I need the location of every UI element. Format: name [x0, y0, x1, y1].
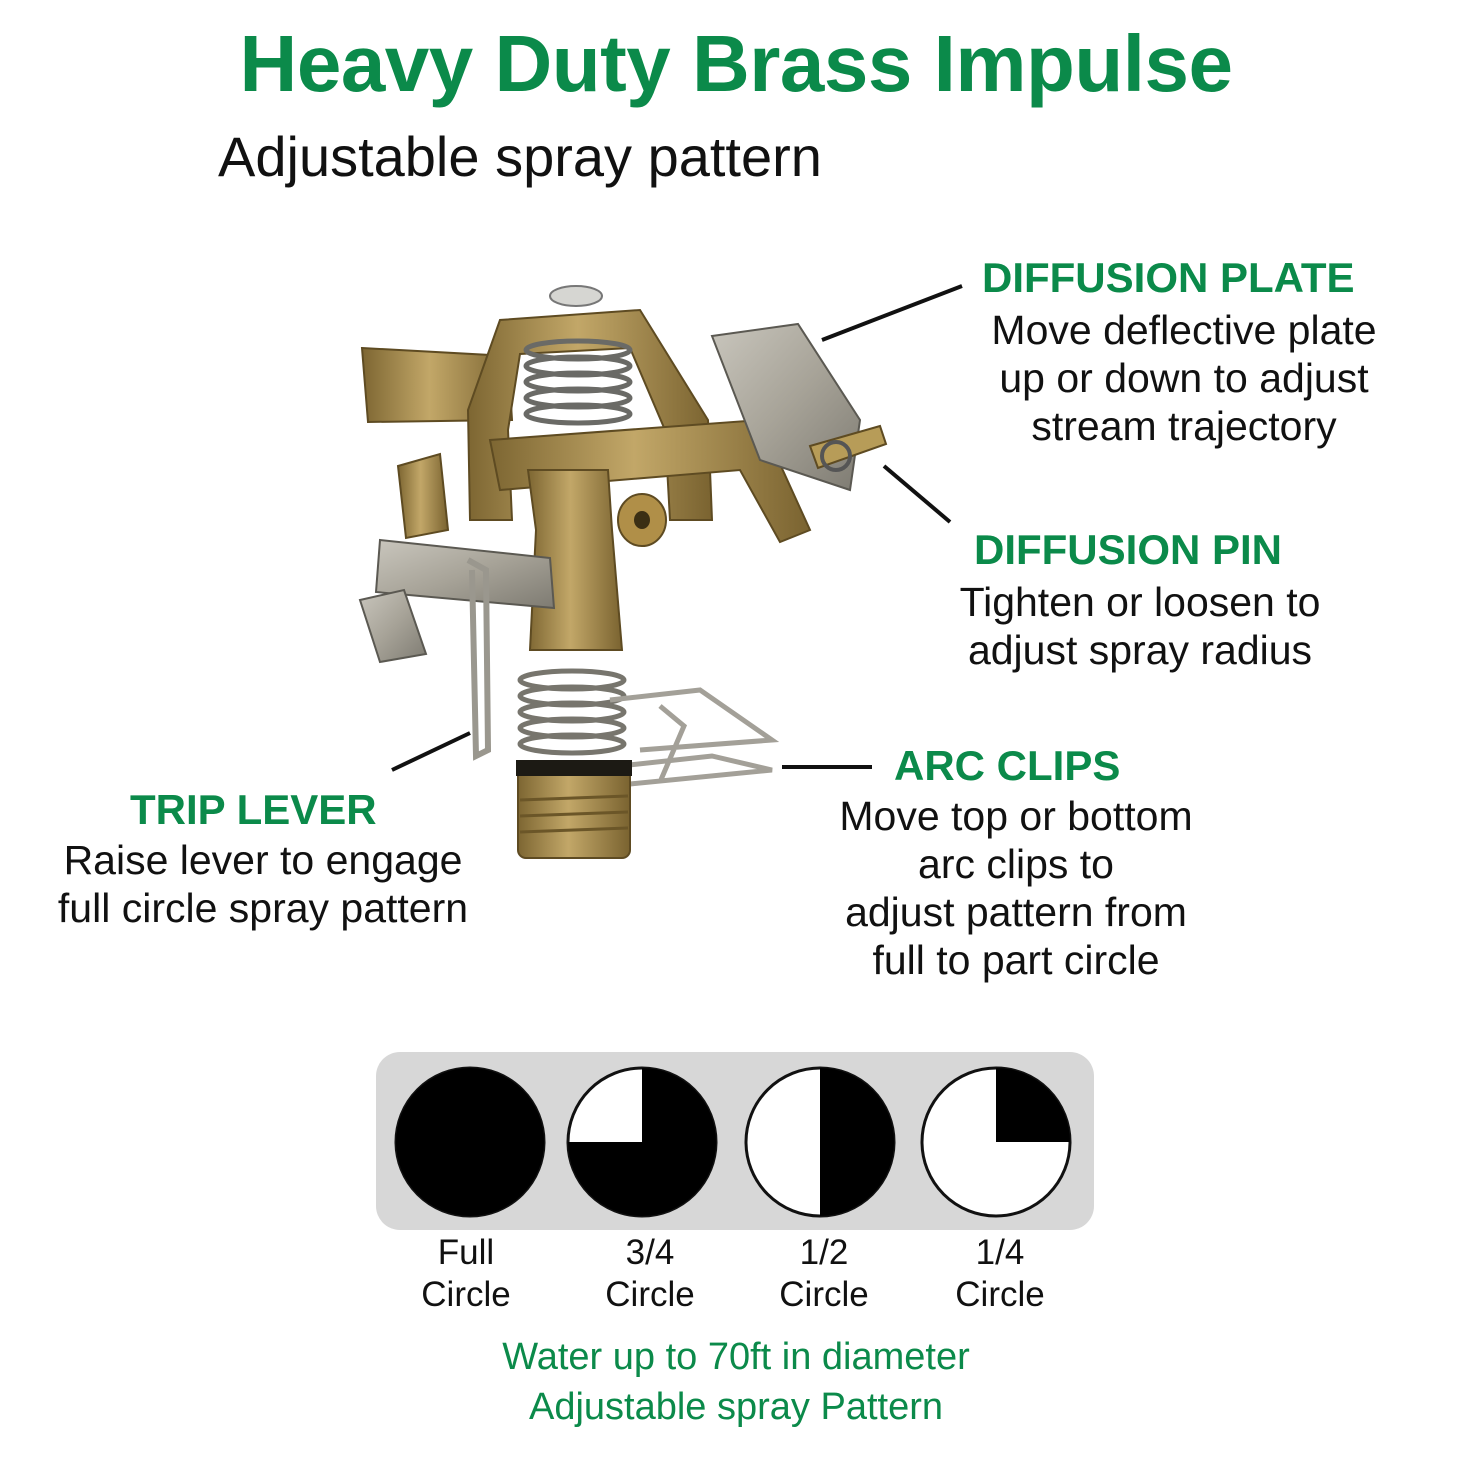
arc-clip-wires: [609, 687, 780, 787]
pattern-three-quarter-circle-icon: [566, 1066, 718, 1218]
page-subtitle: Adjustable spray pattern: [218, 125, 822, 188]
pattern-label-line1: Full: [437, 1233, 495, 1272]
callout-line: Tighten or loosen to: [959, 579, 1321, 625]
leader-trip-lever: [391, 731, 471, 772]
pattern-label-line1: 3/4: [625, 1233, 675, 1272]
bearing-spring: [517, 668, 627, 756]
callout-trip-lever-heading: TRIP LEVER: [130, 786, 377, 833]
pattern-coverage-wedge: [568, 1068, 716, 1216]
page-title: Heavy Duty Brass Impulse: [239, 19, 1233, 108]
trip-lever-wire: [466, 557, 492, 761]
callout-arc-clips-text: Move top or bottom arc clips to adjust p…: [806, 792, 1226, 984]
callout-line: Move top or bottom: [839, 793, 1193, 839]
callout-diffusion-plate-text: Move deflective plate up or down to adju…: [962, 306, 1406, 450]
callout-arc-clips-heading: ARC CLIPS: [894, 742, 1121, 789]
callout-line: up or down to adjust: [999, 355, 1369, 401]
sprinkler-illustration: [358, 285, 888, 859]
pattern-label-line2: Circle: [779, 1275, 869, 1314]
pattern-label-line2: Circle: [421, 1275, 511, 1314]
leader-diffusion-plate: [821, 284, 963, 342]
pattern-quarter-circle-icon: [920, 1066, 1072, 1218]
pattern-coverage-wedge: [996, 1068, 1070, 1142]
pattern-label-three-quarter: 3/4 Circle: [560, 1232, 740, 1316]
callout-line: Raise lever to engage: [63, 837, 463, 883]
trip-lever-bracket: [374, 538, 556, 610]
callout-trip-lever-text: Raise lever to engage full circle spray …: [24, 836, 502, 932]
frame-arch: [466, 308, 714, 521]
pattern-half-circle-icon: [744, 1066, 896, 1218]
callout-diffusion-pin-heading: DIFFUSION PIN: [974, 526, 1283, 573]
callout-diffusion-plate-heading: DIFFUSION PLATE: [982, 254, 1355, 301]
pattern-coverage-wedge: [820, 1068, 894, 1216]
callout-line: adjust pattern from: [845, 889, 1187, 935]
pattern-full-circle-icon: [394, 1066, 546, 1218]
leader-diffusion-pin: [882, 464, 952, 524]
pattern-label-line1: 1/2: [799, 1233, 849, 1272]
callout-line: full to part circle: [872, 937, 1160, 983]
footer-line-2: Adjustable spray Pattern: [528, 1386, 943, 1428]
callout-line: Move deflective plate: [991, 307, 1377, 353]
left-post: [396, 452, 450, 540]
callout-line: stream trajectory: [1031, 403, 1337, 449]
pattern-label-line2: Circle: [955, 1275, 1045, 1314]
pattern-label-line1: 1/4: [975, 1233, 1025, 1272]
pattern-label-quarter: 1/4 Circle: [910, 1232, 1090, 1316]
pattern-label-line2: Circle: [605, 1275, 695, 1314]
callout-line: adjust spray radius: [967, 627, 1313, 673]
pattern-label-full: Full Circle: [376, 1232, 556, 1316]
threaded-base: [517, 761, 631, 859]
footer-line-1: Water up to 70ft in diameter: [502, 1336, 970, 1378]
pattern-label-half: 1/2 Circle: [734, 1232, 914, 1316]
trip-lever-arm: [358, 588, 428, 664]
callout-line: arc clips to: [918, 841, 1114, 887]
callout-line: full circle spray pattern: [57, 885, 469, 931]
pattern-coverage-wedge: [396, 1068, 544, 1216]
top-screw: [549, 285, 603, 307]
callout-diffusion-pin-text: Tighten or loosen to adjust spray radius: [924, 578, 1356, 674]
spring-coil: [523, 338, 633, 426]
